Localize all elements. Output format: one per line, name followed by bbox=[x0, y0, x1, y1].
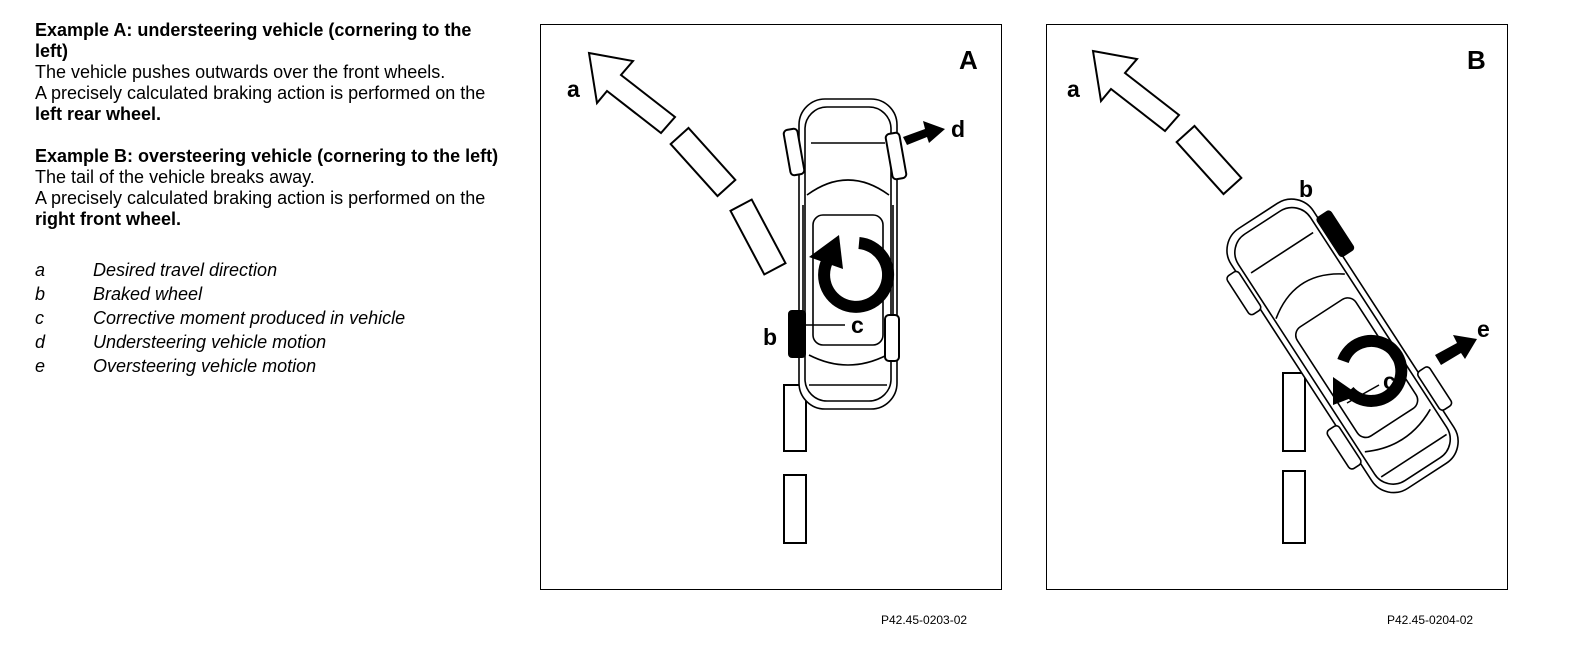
example-a-line1: The vehicle pushes outwards over the fro… bbox=[35, 62, 446, 82]
legend-item: d Understeering vehicle motion bbox=[35, 330, 505, 354]
legend-key: d bbox=[35, 332, 46, 352]
legend-text: Braked wheel bbox=[93, 284, 203, 304]
path-dash bbox=[669, 126, 737, 198]
wheel-front-left bbox=[782, 127, 806, 177]
legend-item: e Oversteering vehicle motion bbox=[35, 354, 505, 378]
path-dash bbox=[783, 474, 807, 544]
example-a-line2-bold: left rear wheel. bbox=[35, 104, 162, 124]
leader-c bbox=[1346, 384, 1380, 404]
path-dash bbox=[1282, 372, 1306, 452]
diagram-panel-b: B a b c e bbox=[1046, 24, 1508, 590]
direction-arrow-a bbox=[1091, 49, 1181, 133]
label-a: a bbox=[1067, 76, 1080, 102]
example-a-line2-prefix: A precisely calculated braking action is… bbox=[35, 83, 486, 103]
corrective-moment-arrow bbox=[818, 237, 895, 313]
legend-text: Understeering vehicle motion bbox=[93, 332, 327, 352]
example-a-line2: A precisely calculated braking action is… bbox=[35, 83, 505, 125]
diagram-panel-a: A a d c b bbox=[540, 24, 1002, 590]
corrective-moment-arrowhead bbox=[809, 235, 843, 269]
path-dash bbox=[729, 198, 787, 276]
figure-code-a: P42.45-0203-02 bbox=[881, 613, 968, 627]
example-b-line2-bold: right front wheel. bbox=[35, 209, 181, 229]
legend-text: Oversteering vehicle motion bbox=[93, 356, 317, 376]
wheel-rear-left-braked bbox=[788, 310, 806, 358]
legend-key: e bbox=[35, 356, 46, 376]
explanation-text: Example A: understeering vehicle (corner… bbox=[35, 20, 505, 378]
oversteer-arrow-e bbox=[1435, 335, 1477, 365]
path-dash bbox=[1282, 470, 1306, 544]
path-dash bbox=[1175, 124, 1243, 196]
car-b bbox=[1226, 198, 1459, 494]
label-b: b bbox=[1299, 176, 1313, 202]
diagram-a-svg: A a d c b bbox=[567, 45, 978, 544]
panel-a-title: A bbox=[959, 45, 978, 75]
figure-code-b: P42.45-0204-02 bbox=[1387, 613, 1474, 627]
label-d: d bbox=[951, 116, 965, 142]
legend-text: Corrective moment produced in vehicle bbox=[93, 308, 406, 328]
label-b: b bbox=[763, 324, 777, 350]
direction-arrow-a bbox=[587, 51, 677, 135]
legend-key: a bbox=[35, 260, 46, 280]
legend-text: Desired travel direction bbox=[93, 260, 278, 280]
label-c: c bbox=[851, 312, 864, 338]
corrective-moment-arrowhead bbox=[1333, 377, 1359, 405]
wheel-rear-right bbox=[884, 314, 900, 362]
diagram-b-svg: B a b c e bbox=[1067, 45, 1490, 544]
example-b-line2-prefix: A precisely calculated braking action is… bbox=[35, 188, 486, 208]
legend-key: b bbox=[35, 284, 46, 304]
car-a bbox=[798, 98, 898, 410]
wheel-front-right bbox=[884, 131, 908, 181]
example-b-line1: The tail of the vehicle breaks away. bbox=[35, 167, 315, 187]
panel-b-title: B bbox=[1467, 45, 1486, 75]
corrective-moment-arrow bbox=[1337, 334, 1408, 407]
example-a-heading: Example A: understeering vehicle (corner… bbox=[35, 20, 472, 61]
label-e: e bbox=[1477, 316, 1490, 342]
understeer-arrow-d bbox=[903, 121, 945, 145]
example-b-line2: A precisely calculated braking action is… bbox=[35, 188, 505, 230]
label-c: c bbox=[1383, 368, 1396, 394]
legend-key: c bbox=[35, 308, 44, 328]
legend-item: a Desired travel direction bbox=[35, 258, 505, 282]
legend-item: b Braked wheel bbox=[35, 282, 505, 306]
legend-item: c Corrective moment produced in vehicle bbox=[35, 306, 505, 330]
example-b-block: Example B: oversteering vehicle (corneri… bbox=[35, 146, 505, 230]
label-a: a bbox=[567, 76, 580, 102]
example-a-block: Example A: understeering vehicle (corner… bbox=[35, 20, 505, 125]
example-b-heading: Example B: oversteering vehicle (corneri… bbox=[35, 146, 499, 166]
path-dash bbox=[783, 384, 807, 452]
